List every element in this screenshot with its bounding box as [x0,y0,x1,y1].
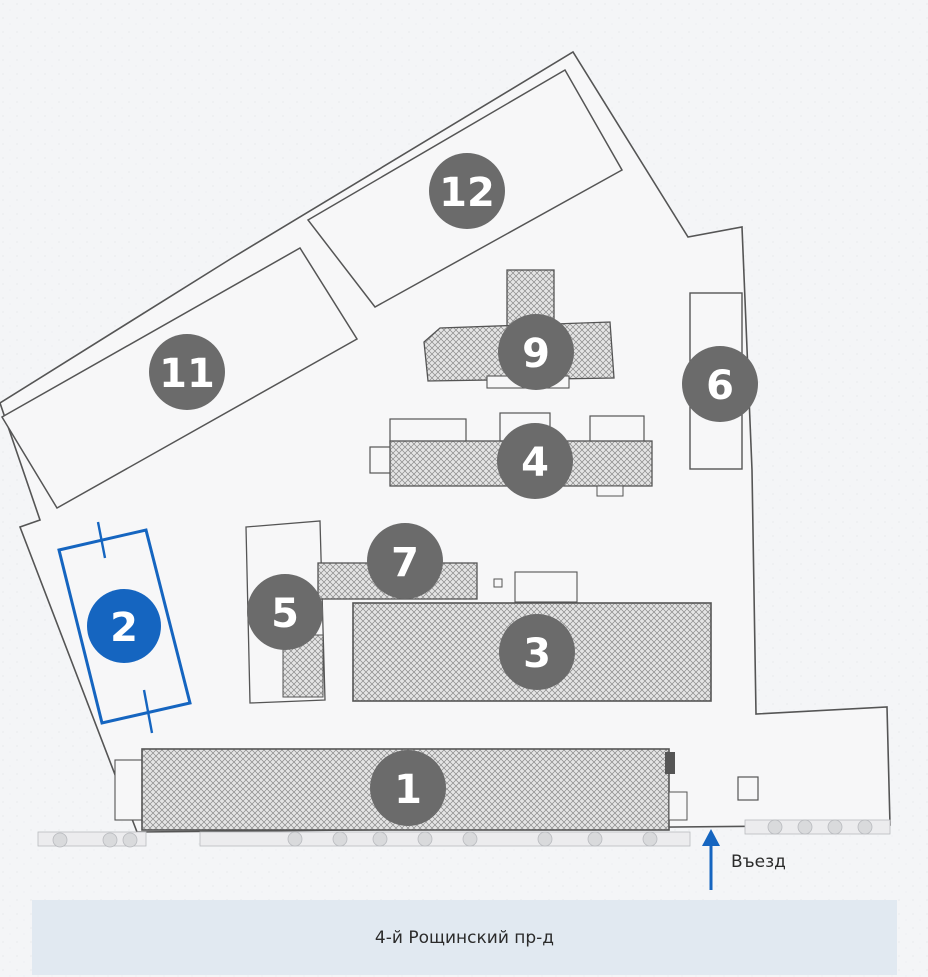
marker-11[interactable]: 11 [149,334,225,410]
marker-5[interactable]: 5 [247,574,323,650]
marker-11-label: 11 [159,351,215,397]
marker-7[interactable]: 7 [367,523,443,599]
marker-6-label: 6 [706,363,734,409]
marker-3-label: 3 [523,631,551,677]
marker-1-label: 1 [394,767,422,813]
marker-2-label: 2 [110,605,138,651]
marker-12[interactable]: 12 [429,153,505,229]
marker-9-label: 9 [522,331,550,377]
tree-row [37,819,891,848]
entry-label: Въезд [731,852,786,872]
marker-2[interactable]: 2 [87,589,161,663]
marker-4-label: 4 [521,440,549,486]
marker-5-label: 5 [271,591,299,637]
guard-booth [737,776,759,801]
street-label: 4-й Рощинский пр-д [374,927,555,948]
marker-1[interactable]: 1 [370,750,446,826]
building-2-highlight[interactable] [57,521,192,734]
marker-9[interactable]: 9 [498,314,574,390]
marker-3[interactable]: 3 [499,614,575,690]
marker-12-label: 12 [439,170,495,216]
small-structure [514,571,578,603]
marker-4[interactable]: 4 [497,423,573,499]
small-kiosk [493,578,503,588]
marker-7-label: 7 [391,540,419,586]
marker-6[interactable]: 6 [682,346,758,422]
street-bar: 4-й Рощинский пр-д [32,900,897,975]
entry-arrow-icon [702,829,720,890]
